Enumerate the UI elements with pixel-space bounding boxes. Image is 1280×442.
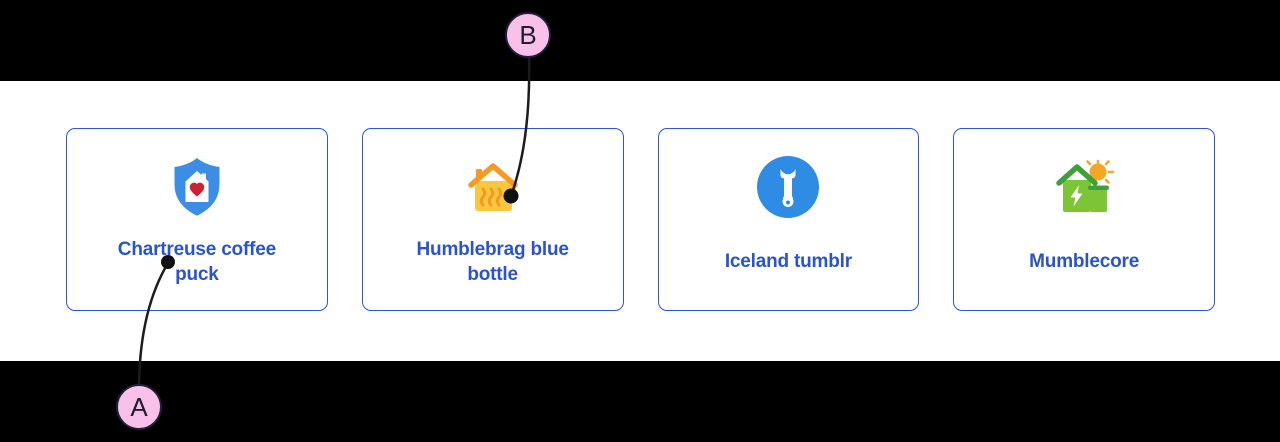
card-label: Chartreuse coffee puck — [117, 238, 276, 285]
wrench-circle-icon — [757, 156, 820, 218]
heating-house-icon — [464, 156, 522, 218]
annotation-marker-a: A — [116, 384, 162, 430]
annotation-marker-b: B — [505, 12, 551, 58]
card-label: Humblebrag blue bottle — [416, 238, 569, 285]
card-humblebrag-blue-bottle[interactable]: Humblebrag blue bottle — [361, 128, 624, 311]
bottom-letterbox-bar — [0, 361, 1280, 442]
card-chartreuse-coffee-puck[interactable]: Chartreuse coffee puck — [66, 128, 328, 311]
card-label: Mumblecore — [1029, 251, 1140, 272]
card-iceland-tumblr[interactable]: Iceland tumblr — [657, 128, 920, 311]
card-mumblecore[interactable]: Mumblecore — [953, 128, 1215, 311]
card-label: Iceland tumblr — [724, 251, 852, 272]
option-cards-row: Chartreuse coffee puck Humblebrag blue b… — [66, 128, 1215, 311]
shield-heart-house-icon — [169, 156, 225, 218]
top-letterbox-bar — [0, 0, 1280, 81]
annotation-marker-b-label: B — [519, 19, 537, 50]
solar-house-icon — [1054, 156, 1115, 218]
annotation-marker-a-label: A — [130, 391, 148, 422]
